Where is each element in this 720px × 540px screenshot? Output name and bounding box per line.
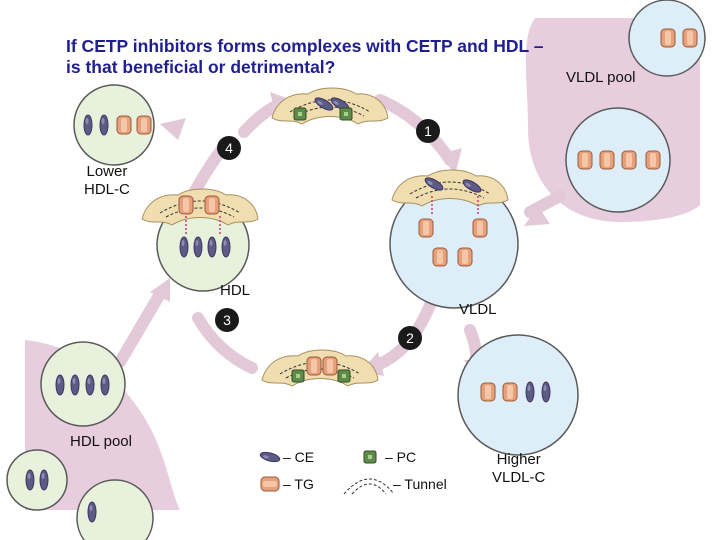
legend-tg-text: – TG: [283, 476, 314, 492]
vldl-label: VLDL: [459, 301, 497, 318]
cetp-bottom: [261, 349, 379, 387]
hdl-label: HDL: [220, 282, 251, 299]
higher-vldl-particle: [457, 334, 579, 456]
step-3-marker: 3: [215, 308, 239, 332]
lower-hdl-c-label: Lower HDL-C: [84, 163, 130, 199]
legend-ce-text: – CE: [283, 449, 314, 465]
step-1-label: 1: [424, 123, 432, 139]
title-line-1: If CETP inhibitors forms complexes with …: [66, 36, 544, 56]
hdl-pool-particle: [40, 341, 126, 427]
vldl-pool-particle: [565, 107, 671, 213]
legend-ce-swatch: [258, 450, 282, 464]
vldl-pool-particle-top: [628, 0, 706, 77]
hdl-pool-particle-bottom: [76, 479, 154, 540]
higher-vldl-c-label: Higher VLDL-C: [492, 451, 545, 487]
hdl-pool-particle-small: [6, 449, 68, 511]
title-line-2: is that beneficial or detrimental?: [66, 57, 336, 77]
legend: – CE – TG – PC – Tunnel: [258, 449, 447, 495]
higher-vldl-c-line-2: VLDL-C: [492, 469, 546, 486]
slide-title: If CETP inhibitors forms complexes with …: [66, 36, 586, 78]
step-1-marker: 1: [416, 119, 440, 143]
step-2-marker: 2: [398, 326, 422, 350]
hdl-pool-label: HDL pool: [70, 433, 132, 450]
legend-tunnel-swatch: [343, 478, 395, 495]
legend-tg-swatch: [260, 476, 280, 492]
lower-hdl-c-line-2: HDL-C: [84, 181, 130, 198]
step-3-label: 3: [223, 312, 231, 328]
lower-hdl-c-line-1: Lower: [86, 163, 128, 180]
step-2-label: 2: [406, 330, 414, 346]
legend-pc-text: – PC: [385, 449, 416, 465]
cetp-top: [271, 87, 389, 125]
vldl-pool-label: VLDL pool: [566, 69, 636, 86]
lower-hdl-particle: [73, 84, 155, 166]
legend-pc-swatch: [363, 450, 377, 464]
step-4-marker: 4: [217, 136, 241, 160]
higher-vldl-c-line-1: Higher: [496, 451, 541, 468]
legend-tunnel-text: – Tunnel: [393, 476, 447, 492]
step-4-label: 4: [225, 140, 233, 156]
